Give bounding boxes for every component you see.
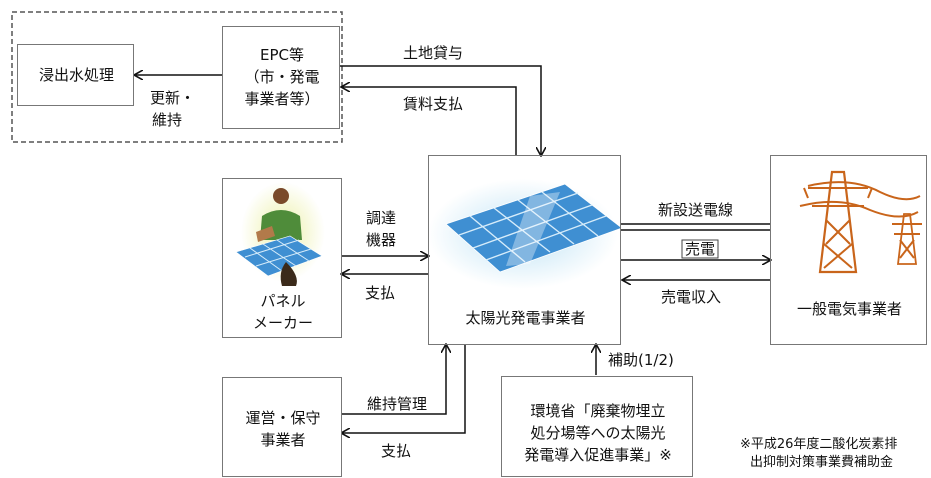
flow-label-procure-1: 調達	[366, 209, 397, 227]
arrow-land-lease	[340, 65, 541, 155]
solar-operator-label: 太陽光発電事業者	[465, 309, 586, 327]
epc-group-dashed-border	[11, 11, 343, 143]
panel-maker-label-1: パネル	[260, 292, 306, 310]
flow-label-maintenance: 維持管理	[367, 395, 428, 413]
utility-label: 一般電気事業者	[796, 300, 902, 318]
utility-box: 一般電気事業者	[770, 155, 927, 345]
footnote-line-1: ※平成26年度二酸化炭素排	[740, 437, 898, 452]
arrow-maintenance	[342, 345, 446, 415]
epc-label-3: 事業者等）	[244, 90, 320, 108]
epc-label-1: EPC等	[260, 46, 304, 64]
flow-label-payment-maker: 支払	[365, 284, 396, 302]
arrow-payment-om	[342, 345, 466, 433]
leachate-treatment-label: 浸出水処理	[38, 66, 114, 84]
flow-label-update-1: 更新・	[150, 89, 196, 107]
ministry-label-3: 発電導入促進事業」※	[524, 446, 672, 464]
power-tower-illustration	[799, 170, 922, 274]
flow-label-payment-om: 支払	[381, 442, 412, 460]
flow-label-update-2: 維持	[152, 111, 183, 129]
flow-label-rent-payment: 賃料支払	[403, 95, 464, 113]
ministry-box: 環境省「廃棄物埋立 処分場等への太陽光 発電導入促進事業」※	[501, 376, 693, 477]
arrow-rent-payment	[342, 87, 517, 155]
solar-farm-illustration	[428, 179, 623, 289]
sell-power-label-box	[681, 239, 719, 259]
flow-label-power-revenue: 売電収入	[661, 288, 722, 306]
flow-label-land-lease: 土地貸与	[403, 44, 464, 62]
flow-label-procure-2: 機器	[366, 231, 397, 249]
flow-label-new-transmission: 新設送電線	[658, 201, 734, 219]
leachate-treatment-box: 浸出水処理	[17, 44, 134, 106]
flow-label-subsidy: 補助(1/2)	[608, 351, 674, 369]
om-operator-label-1: 運営・保守	[245, 409, 321, 427]
om-operator-box: 運営・保守 事業者	[222, 377, 342, 477]
flow-label-sell-power: 売電	[685, 240, 716, 258]
panel-maker-label-2: メーカー	[252, 314, 313, 332]
panel-maker-box: パネル メーカー	[222, 178, 342, 338]
epc-box: EPC等 （市・発電 事業者等）	[222, 26, 340, 129]
footnote-line-2: 出抑制対策事業費補助金	[750, 455, 894, 470]
solar-operator-box: 太陽光発電事業者	[428, 155, 621, 345]
ministry-label-1: 環境省「廃棄物埋立	[530, 402, 666, 420]
om-operator-label-2: 事業者	[260, 431, 306, 449]
ministry-label-2: 処分場等への太陽光	[530, 424, 666, 442]
panel-maker-illustration	[235, 182, 325, 286]
epc-label-2: （市・発電	[244, 68, 320, 86]
